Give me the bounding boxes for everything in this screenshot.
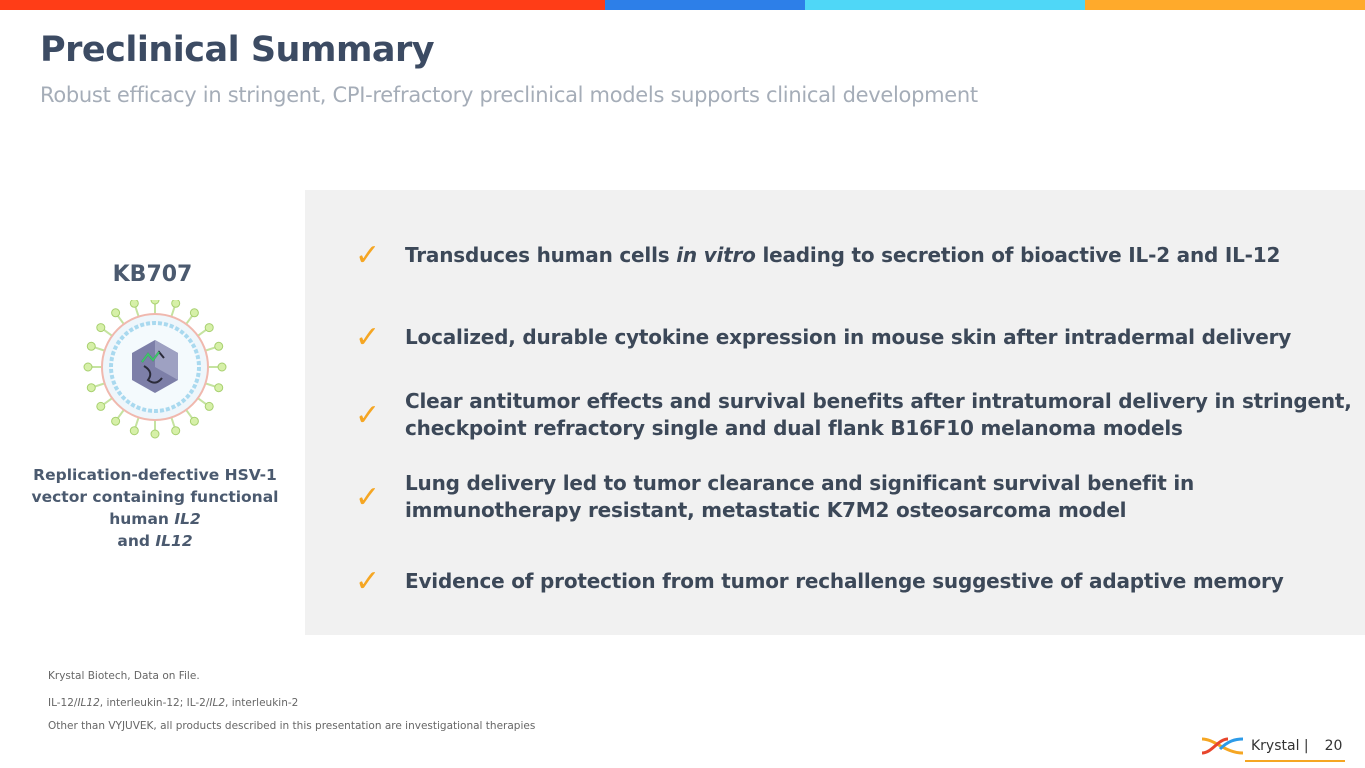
footnote-text: Krystal Biotech, Data on File. [48,670,200,682]
footer-rule [1245,760,1345,762]
footnote-text: Other than VYJUVEK, all products describ… [48,720,536,732]
bullet-text-part: Localized, durable cytokine expression i… [405,325,1292,349]
bullet-text: Evidence of protection from tumor rechal… [405,568,1284,595]
bullet-text-part: Clear antitumor effects and survival ben… [405,389,1352,440]
accent-bar-red [0,0,605,10]
desc-gene: IL2 [174,510,201,528]
spike-icon [214,341,224,351]
bullet-text-part: leading to secretion of bioactive IL-2 a… [755,243,1281,267]
page-title: Preclinical Summary [40,30,435,70]
bullet-text-part: in vitro [676,243,756,267]
accent-bar-orange [1085,0,1365,10]
bullet-text: Transduces human cells in vitro leading … [405,242,1280,269]
logo-text: Krystal | [1251,738,1309,754]
summary-panel [305,190,1365,635]
accent-bar-cyan [805,0,1085,10]
spike-icon [86,383,96,393]
spike-icon [189,416,199,426]
checkmark-icon: ✓ [355,238,381,273]
bullet-text: Lung delivery led to tumor clearance and… [405,470,1265,524]
spike-icon [96,323,106,333]
spike-icon [111,308,121,318]
footnote-text: , interleukin-12; IL-2/ [99,697,210,709]
footnote-text: IL12 [77,697,100,709]
bullet-text-part: Lung delivery led to tumor clearance and… [405,471,1195,522]
desc-gene: IL12 [155,532,193,550]
page-subtitle: Robust efficacy in stringent, CPI-refrac… [40,83,978,107]
bullet-item: ✓ Clear antitumor effects and survival be… [355,388,1365,442]
footnote-text: IL2 [209,697,226,709]
checkmark-icon: ✓ [355,397,381,433]
dna-logo-icon [1201,737,1244,755]
spike-icon [86,341,96,351]
checkmark-icon: ✓ [355,479,381,515]
spike-icon [150,429,160,439]
spike-icon [214,383,224,393]
spike-icon [111,416,121,426]
product-description: Replication-defective HSV-1 vector conta… [30,464,280,552]
desc-text: Replication-defective HSV-1 vector conta… [31,466,279,528]
virus-illustration-icon [83,300,227,439]
spike-icon [96,401,106,411]
spike-icon [171,426,181,436]
footnote-abbreviations: IL-12/IL12, interleukin-12; IL-2/IL2, in… [48,697,298,709]
bullet-text-part: Evidence of protection from tumor rechal… [405,569,1284,593]
spike-icon [217,362,227,372]
accent-bar-blue [605,0,805,10]
product-name: KB707 [112,262,193,287]
spike-icon [150,300,160,305]
checkmark-icon: ✓ [355,564,381,599]
spike-icon [189,308,199,318]
bullet-item: ✓ Evidence of protection from tumor recha… [355,564,1284,599]
bullet-item: ✓ Localized, durable cytokine expression … [355,320,1291,355]
page-number: 20 [1324,738,1343,754]
footnote-disclaimer: Other than VYJUVEK, all products describ… [48,720,535,732]
spike-icon [129,300,139,308]
spike-icon [83,362,93,372]
spike-icon [171,300,181,308]
bullet-text: Localized, durable cytokine expression i… [405,324,1291,351]
bullet-text-part: Transduces human cells [405,243,677,267]
checkmark-icon: ✓ [355,320,381,355]
footnote-text: IL-12/ [48,697,78,709]
footnote-text: , interleukin-2 [225,697,299,709]
spike-icon [129,426,139,436]
footnote-source: Krystal Biotech, Data on File. [48,670,200,682]
bullet-item: ✓ Transduces human cells in vitro leading… [355,238,1280,273]
bullet-text: Clear antitumor effects and survival ben… [405,388,1365,442]
desc-text: and [117,532,156,550]
spike-icon [204,323,214,333]
krystal-logo: Krystal | 20 [1200,735,1342,757]
bullet-item: ✓ Lung delivery led to tumor clearance an… [355,470,1265,524]
spike-icon [204,401,214,411]
